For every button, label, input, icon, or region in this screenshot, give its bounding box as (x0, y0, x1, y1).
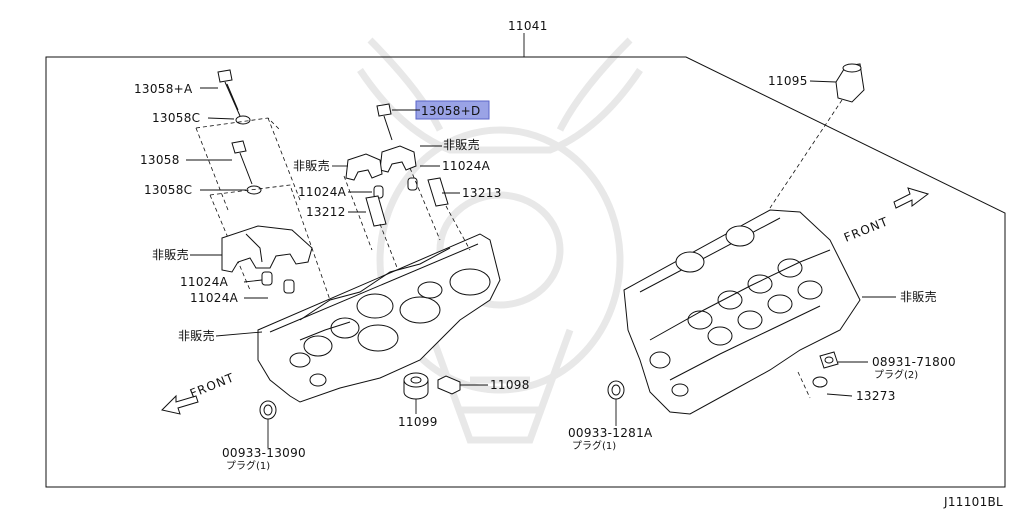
cam-cap-mid-right-part (379, 145, 417, 173)
not-for-sale-head-right-label: 非販売 (900, 289, 937, 304)
not-for-sale-head-left-label: 非販売 (178, 328, 215, 343)
assembly-frame (45, 56, 1006, 488)
plug-right-desc-label: プラグ(2) (874, 368, 918, 381)
dowel-right-label: 13213 (462, 186, 502, 200)
cap-11095-label: 11095 (768, 74, 808, 88)
bolt-a-label: 13058+A (134, 82, 193, 96)
gasket-13273-label: 13273 (856, 389, 896, 403)
front-label-right: FRONT (842, 214, 891, 245)
plug-right-number-label: 08931-71800 (872, 355, 956, 369)
front-arrow-left (161, 394, 199, 415)
front-label-left: FRONT (188, 370, 237, 401)
assembly-number: 11041 (508, 19, 548, 33)
front-arrow-right (893, 187, 930, 209)
plug-left-number-label: 00933-13090 (222, 446, 306, 460)
bolt-label: 13058 (140, 153, 180, 167)
diagram-code: J11101BL (943, 495, 1003, 509)
seal-left-2-label: 11024A (190, 291, 239, 305)
washer-11098-label: 11098 (490, 378, 530, 392)
bolt-d-label[interactable]: 13058+D (421, 104, 481, 118)
dowel-right-part (427, 177, 449, 207)
plug-mid-part (607, 380, 625, 400)
washer-11099-part (403, 372, 429, 400)
gasket-13273-part (812, 376, 828, 388)
dowel-left-label: 13212 (306, 205, 346, 219)
plug-mid-number-label: 00933-1281A (568, 426, 653, 440)
seal-left-1-label: 11024A (180, 275, 229, 289)
dowel-left-part (365, 195, 387, 227)
bolt-part (231, 140, 253, 185)
not-for-sale-top-label: 非販売 (443, 137, 480, 152)
bolt-a-part (217, 69, 241, 117)
cylinder-head-right-part (623, 209, 861, 415)
not-for-sale-cap-left-label: 非販売 (152, 247, 189, 262)
plug-right-part (819, 351, 839, 369)
cylinder-head-left-part (257, 233, 501, 403)
not-for-sale-mid-label: 非販売 (293, 158, 330, 173)
washer-c-top-label: 13058C (152, 111, 200, 125)
washer-c-part (246, 185, 262, 195)
cam-cap-mid-left-part (345, 153, 383, 181)
washer-c-top-part (235, 115, 251, 125)
cap-11095-part (835, 63, 865, 103)
bolt-d-part (376, 103, 393, 141)
washer-11099-label: 11099 (398, 415, 438, 429)
seal-mid-right-part (407, 177, 418, 191)
seal-left-2-part (283, 279, 295, 294)
seal-mid-right-label: 11024A (442, 159, 491, 173)
washer-11098-part (437, 375, 461, 395)
plug-left-desc-label: プラグ(1) (226, 459, 270, 472)
cam-cap-left-part (221, 225, 313, 273)
washer-c-label: 13058C (144, 183, 192, 197)
plug-mid-desc-label: プラグ(1) (572, 439, 616, 452)
seal-left-1-part (261, 271, 273, 286)
plug-left-part (259, 400, 277, 420)
seal-mid-left-label: 11024A (298, 185, 347, 199)
